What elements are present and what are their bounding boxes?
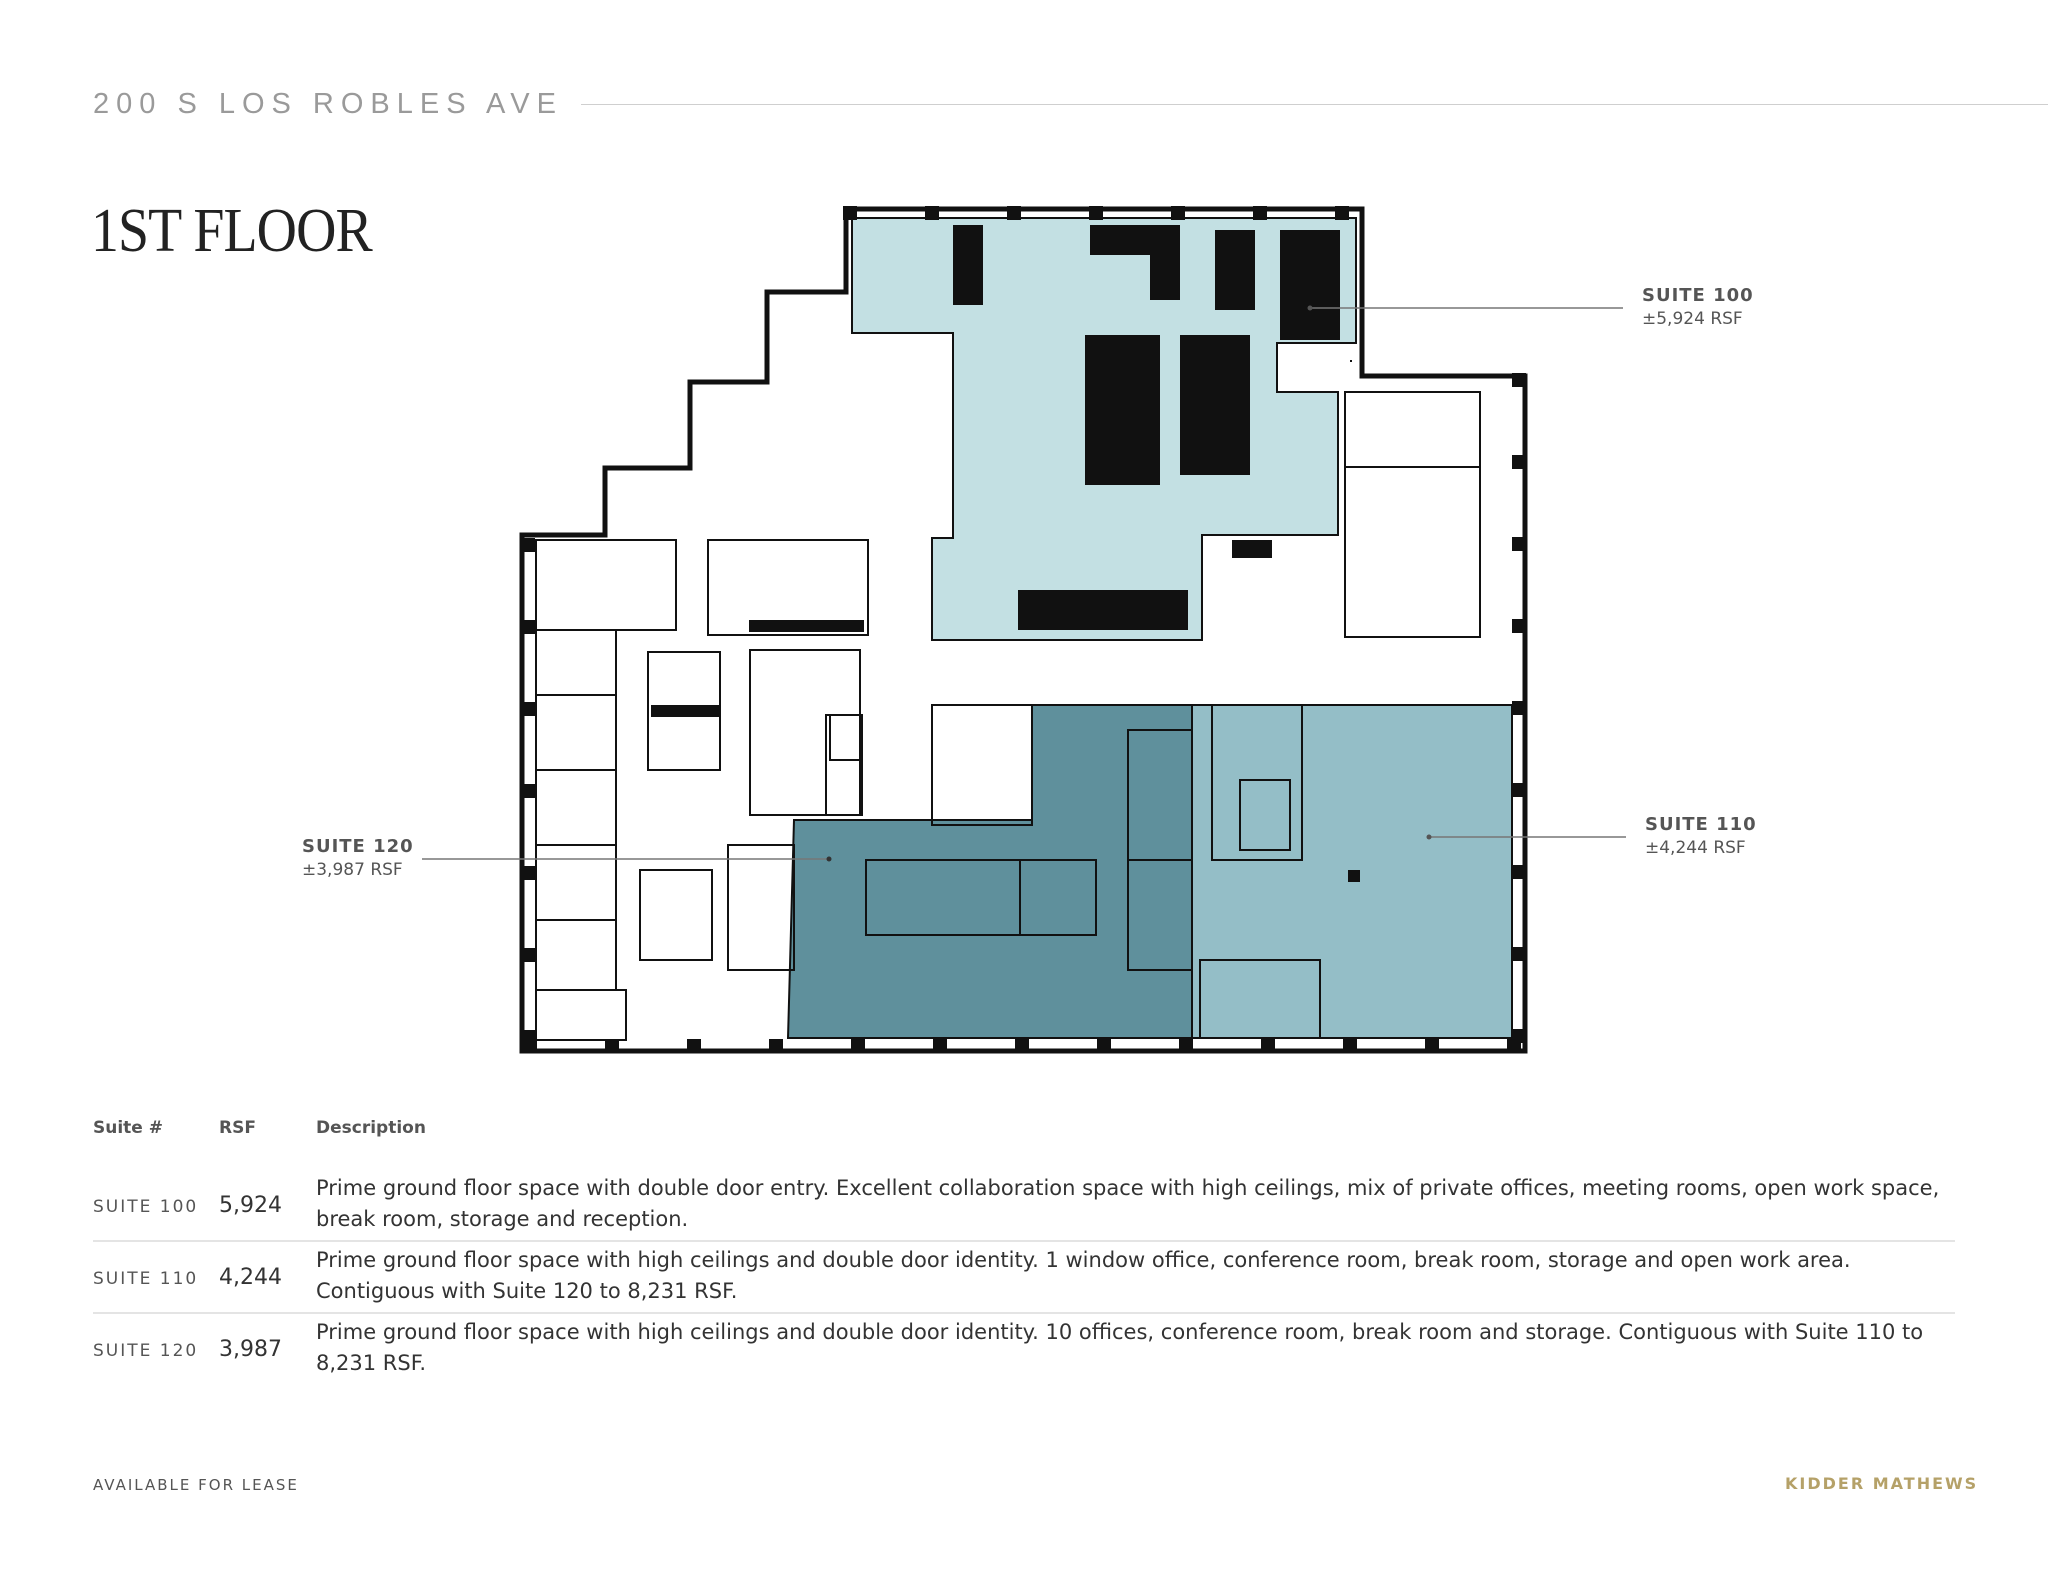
table-row: SUITE 120 3,987 Prime ground floor space… <box>93 1317 1955 1389</box>
built-in-fixtures <box>651 225 1360 882</box>
row-suite: SUITE 100 <box>93 1197 199 1217</box>
row-rsf: 5,924 <box>219 1193 282 1218</box>
column <box>1089 206 1103 220</box>
column <box>1261 1039 1275 1053</box>
header-description: Description <box>316 1118 426 1138</box>
room-walls <box>535 391 1481 1041</box>
column <box>1512 1029 1526 1043</box>
row-rsf: 4,244 <box>219 1265 282 1290</box>
column <box>1007 206 1021 220</box>
row-description: Prime ground floor space with high ceili… <box>316 1248 1851 1303</box>
column <box>521 866 535 880</box>
table-row: SUITE 110 4,244 Prime ground floor space… <box>93 1245 1955 1317</box>
column <box>1097 1039 1111 1053</box>
column <box>1343 1039 1357 1053</box>
column <box>521 1030 535 1044</box>
column <box>925 206 939 220</box>
header-rsf: RSF <box>219 1118 256 1138</box>
column <box>1253 206 1267 220</box>
footer-availability: AVAILABLE FOR LEASE <box>93 1476 299 1494</box>
column <box>1512 619 1526 633</box>
row-description: Prime ground floor space with double doo… <box>316 1176 1940 1231</box>
column <box>1425 1039 1439 1053</box>
column <box>521 784 535 798</box>
column <box>851 1039 865 1053</box>
row-suite: SUITE 120 <box>93 1341 199 1361</box>
column <box>1015 1039 1029 1053</box>
column <box>1512 537 1526 551</box>
column <box>521 538 535 552</box>
column <box>1335 206 1349 220</box>
column <box>933 1039 947 1053</box>
header-suite: Suite # <box>93 1118 163 1138</box>
suite-100-rsf: ±5,924 RSF <box>1642 309 1743 329</box>
column <box>521 620 535 634</box>
column <box>1179 1039 1193 1053</box>
column <box>521 948 535 962</box>
column <box>843 206 857 220</box>
floor-plan <box>422 206 1626 1054</box>
suite-120-rsf: ±3,987 RSF <box>302 860 403 880</box>
brand-logo: KIDDER MATHEWS <box>1785 1474 1979 1493</box>
row-divider <box>93 1240 1955 1242</box>
row-divider <box>93 1312 1955 1314</box>
table-row: SUITE 100 5,924 Prime ground floor space… <box>93 1173 1955 1245</box>
column <box>769 1039 783 1053</box>
column <box>687 1039 701 1053</box>
column <box>1512 373 1526 387</box>
suite-100-label: SUITE 100 ±5,924 RSF <box>1642 285 1754 329</box>
suite-110-name: SUITE 110 <box>1645 814 1757 835</box>
column <box>1512 947 1526 961</box>
row-description: Prime ground floor space with high ceili… <box>316 1320 1924 1375</box>
column <box>1512 865 1526 879</box>
structural-columns <box>521 206 1526 1053</box>
property-address: 200 S LOS ROBLES AVE <box>93 88 563 120</box>
suite-120-label: SUITE 120 ±3,987 RSF <box>302 836 414 880</box>
row-suite: SUITE 110 <box>93 1269 199 1289</box>
floor-title: 1ST FLOOR <box>91 197 373 265</box>
column <box>1512 783 1526 797</box>
suite-120-name: SUITE 120 <box>302 836 414 857</box>
suite-110-label: SUITE 110 ±4,244 RSF <box>1645 814 1757 858</box>
column <box>521 702 535 716</box>
column <box>605 1039 619 1053</box>
column <box>1171 206 1185 220</box>
column <box>1512 455 1526 469</box>
column <box>1512 701 1526 715</box>
suite-100-name: SUITE 100 <box>1642 285 1754 306</box>
row-rsf: 3,987 <box>219 1337 282 1362</box>
header-divider <box>581 104 2048 105</box>
suite-110-rsf: ±4,244 RSF <box>1645 838 1746 858</box>
